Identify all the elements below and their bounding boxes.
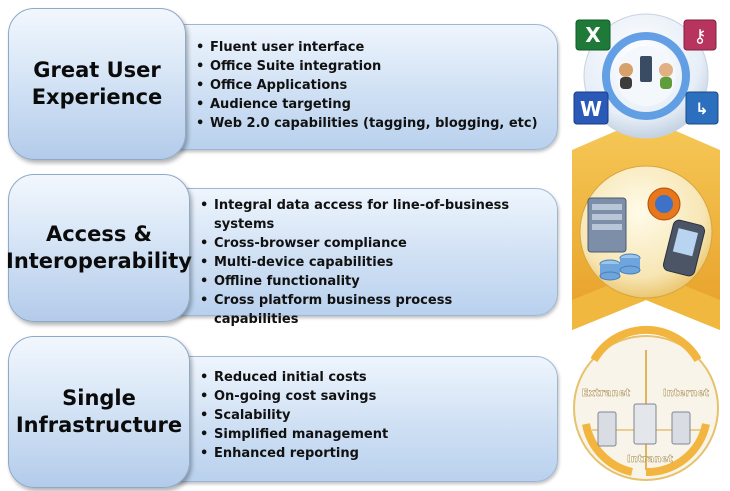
intranet-label: Intranet: [627, 454, 673, 465]
bullet-item: Cross platform business process capabili…: [198, 291, 528, 329]
section-title-box: Access & Interoperability: [6, 174, 192, 322]
bullet-item: Office Applications: [194, 76, 538, 95]
network-illustration: Extranet Internet Intranet: [573, 325, 719, 481]
word-icon: [573, 91, 609, 125]
bullet-item: Cross-browser compliance: [198, 234, 528, 253]
section-title: Great User Experience: [31, 58, 163, 109]
bullet-item: Simplified management: [198, 425, 388, 444]
section-title: Access & Interoperability: [6, 222, 192, 273]
excel-icon: [575, 19, 611, 51]
section-title-box: Great User Experience: [8, 8, 186, 160]
bullet-list: Fluent user interface Office Suite integ…: [194, 38, 538, 133]
access-icon: [683, 19, 717, 51]
server-icon: [633, 403, 657, 445]
bullet-item: Fluent user interface: [194, 38, 538, 57]
bullet-item: Web 2.0 capabilities (tagging, blogging,…: [194, 114, 538, 133]
server-icon: [671, 411, 691, 445]
illustration-column: X ⚷ W ↳: [572, 13, 720, 481]
bullet-item: Multi-device capabilities: [198, 253, 528, 272]
bullet-item: On-going cost savings: [198, 387, 388, 406]
svg-text:↳: ↳: [695, 99, 708, 118]
office-apps-illustration: X ⚷ W ↳: [573, 13, 719, 139]
section-title-box: Single Infrastructure: [8, 336, 190, 488]
bullet-item: Offline functionality: [198, 272, 528, 291]
bullet-item: Scalability: [198, 406, 388, 425]
server-icon: [597, 411, 617, 447]
internet-label: Internet: [663, 388, 709, 399]
device-icon: [640, 56, 652, 82]
bullet-item: Audience targeting: [194, 95, 538, 114]
project-icon: [685, 91, 719, 125]
access-illustration: [579, 165, 713, 299]
person-icon: [619, 63, 633, 77]
person-icon: [659, 63, 673, 77]
bullet-item: Enhanced reporting: [198, 444, 388, 463]
section-title: Single Infrastructure: [15, 386, 183, 437]
svg-text:⚷: ⚷: [693, 26, 706, 47]
bullet-item: Office Suite integration: [194, 57, 538, 76]
section-single-infrastructure: Single Infrastructure Reduced initial co…: [0, 336, 560, 488]
bullet-list: Reduced initial costs On-going cost savi…: [198, 368, 388, 463]
section-access-interoperability: Access & Interoperability Integral data …: [0, 174, 560, 327]
bullet-item: Reduced initial costs: [198, 368, 388, 387]
svg-text:W: W: [580, 97, 602, 121]
section-great-user-experience: Great User Experience Fluent user interf…: [0, 8, 560, 160]
bullet-item: Integral data access for line-of-busines…: [198, 196, 528, 234]
svg-text:X: X: [585, 23, 601, 47]
bullet-list: Integral data access for line-of-busines…: [198, 196, 528, 329]
extranet-label: Extranet: [582, 388, 631, 399]
